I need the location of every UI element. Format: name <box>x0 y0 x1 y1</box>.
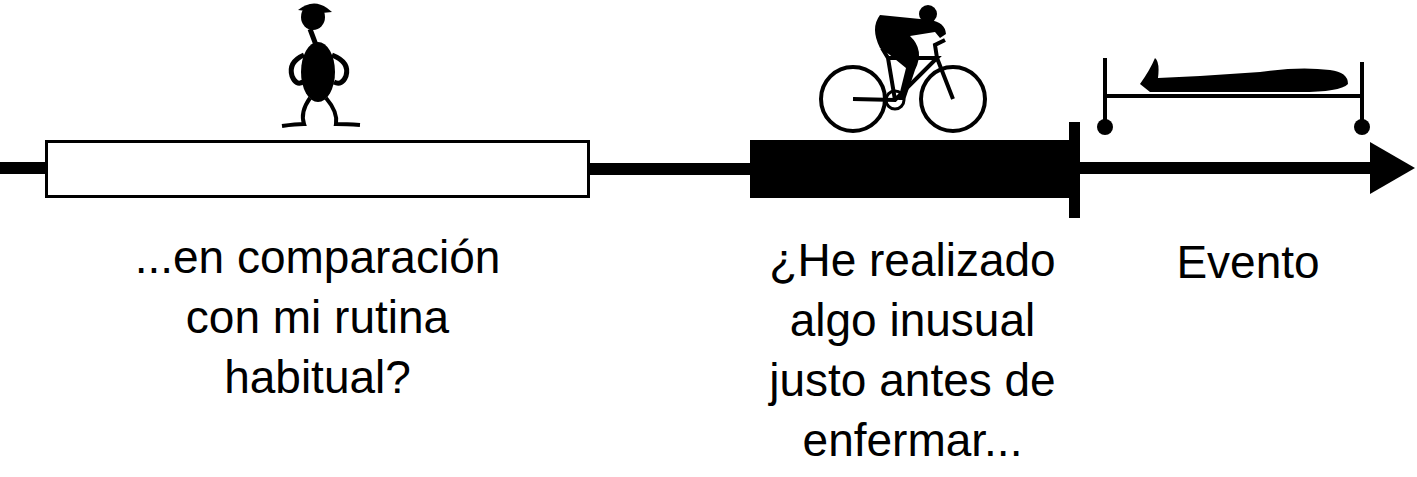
timeline-connector <box>590 169 750 170</box>
baseline-period-bar: ...en comparación con mi rutina habitual… <box>45 140 590 198</box>
period-caption: ...en comparación con mi rutina habitual… <box>103 227 533 407</box>
hospital-bed <box>1097 58 1370 135</box>
cyclist <box>821 5 985 131</box>
event-label: Evento <box>1176 232 1319 292</box>
hazard-period-bar: ¿He realizado algo inusual justo antes d… <box>750 140 1075 198</box>
timeline-line <box>0 162 48 174</box>
period-caption: ¿He realizado algo inusual justo antes d… <box>738 230 1088 470</box>
timeline-arrow <box>1075 162 1375 174</box>
standing-man <box>282 3 360 126</box>
arrow-head <box>1370 142 1415 194</box>
